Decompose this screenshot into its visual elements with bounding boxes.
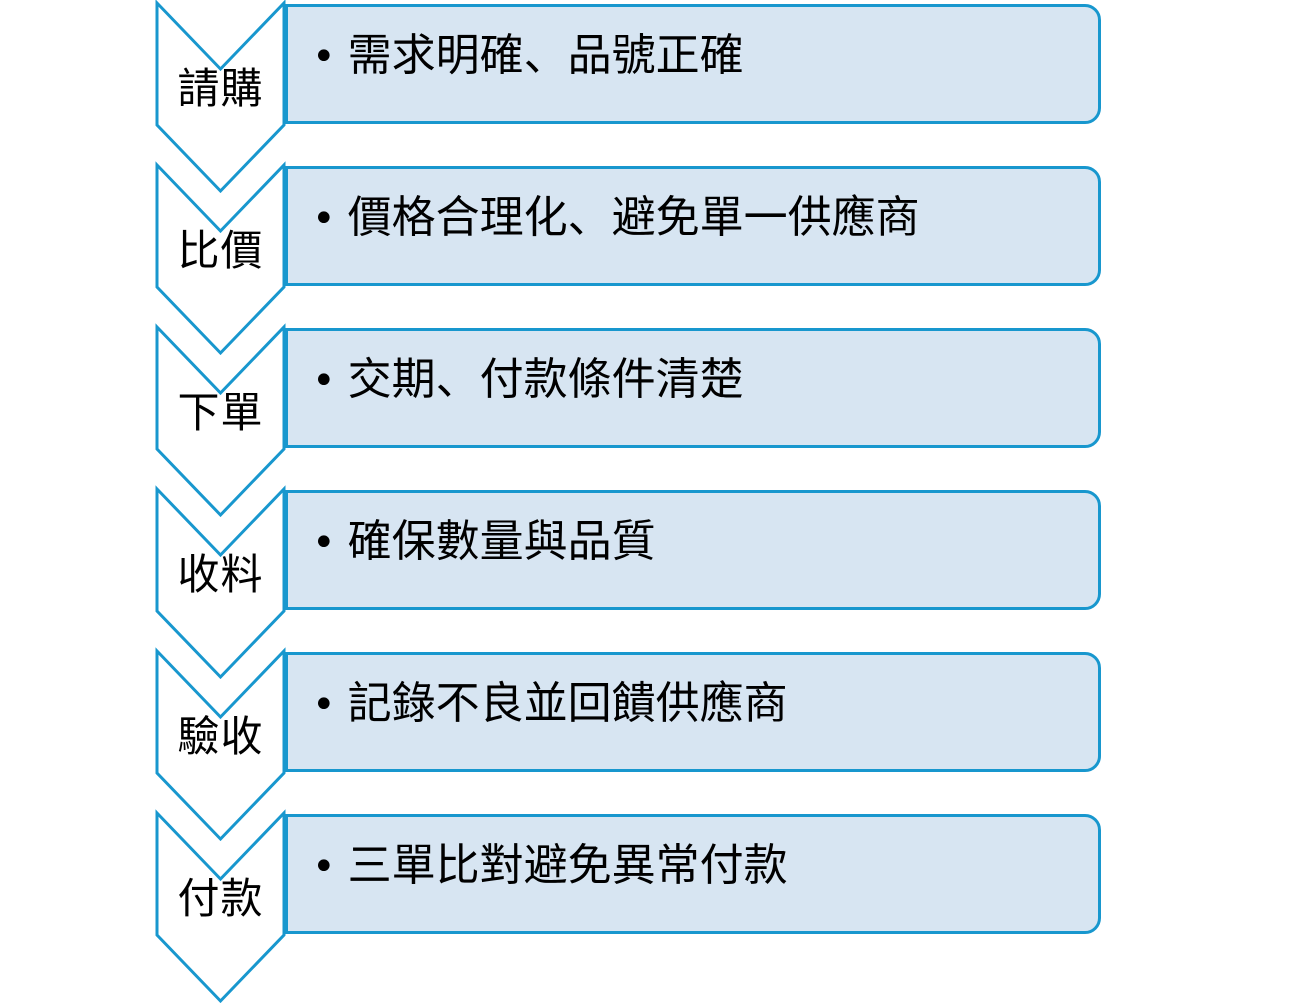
step-detail-text: 確保數量與品質 — [347, 516, 656, 567]
step-detail-line: •確保數量與品質 — [288, 493, 1098, 568]
step-label: 付款 — [177, 874, 264, 923]
step-detail-line: •三單比對避免異常付款 — [288, 817, 1098, 892]
chevron-down-shape — [155, 323, 286, 518]
step-detail-text: 三單比對避免異常付款 — [347, 840, 788, 891]
chevron-down-shape — [155, 809, 286, 1003]
step-label: 收料 — [177, 550, 264, 599]
step-detail-text: 需求明確、品號正確 — [347, 30, 744, 81]
step-detail-line: •需求明確、品號正確 — [288, 7, 1098, 82]
chevron-down-shape — [155, 647, 286, 842]
chevron-down-shape — [155, 0, 286, 194]
step-label: 驗收 — [177, 712, 264, 761]
step-detail-text: 記錄不良並回饋供應商 — [347, 678, 788, 729]
step-detail-box: •交期、付款條件清楚 — [285, 328, 1101, 448]
step-label: 下單 — [177, 388, 264, 437]
step-detail-box: •價格合理化、避免單一供應商 — [285, 166, 1101, 286]
bullet-marker: • — [312, 34, 336, 80]
bullet-marker: • — [312, 358, 336, 404]
step-detail-box: •三單比對避免異常付款 — [285, 814, 1101, 934]
step-detail-box: •需求明確、品號正確 — [285, 4, 1101, 124]
step-detail-line: •交期、付款條件清楚 — [288, 331, 1098, 406]
step-detail-text: 交期、付款條件清楚 — [347, 354, 744, 405]
bullet-marker: • — [312, 520, 336, 566]
step-detail-line: •價格合理化、避免單一供應商 — [288, 169, 1098, 244]
bullet-marker: • — [312, 196, 336, 242]
bullet-marker: • — [312, 844, 336, 890]
step-detail-line: •記錄不良並回饋供應商 — [288, 655, 1098, 730]
bullet-marker: • — [312, 682, 336, 728]
chevron-down-shape — [155, 161, 286, 356]
step-label: 請購 — [177, 64, 264, 113]
step-detail-text: 價格合理化、避免單一供應商 — [347, 192, 920, 243]
step-detail-box: •確保數量與品質 — [285, 490, 1101, 610]
step-label: 比價 — [177, 226, 264, 275]
step-detail-box: •記錄不良並回饋供應商 — [285, 652, 1101, 772]
chevron-down-shape — [155, 485, 286, 680]
